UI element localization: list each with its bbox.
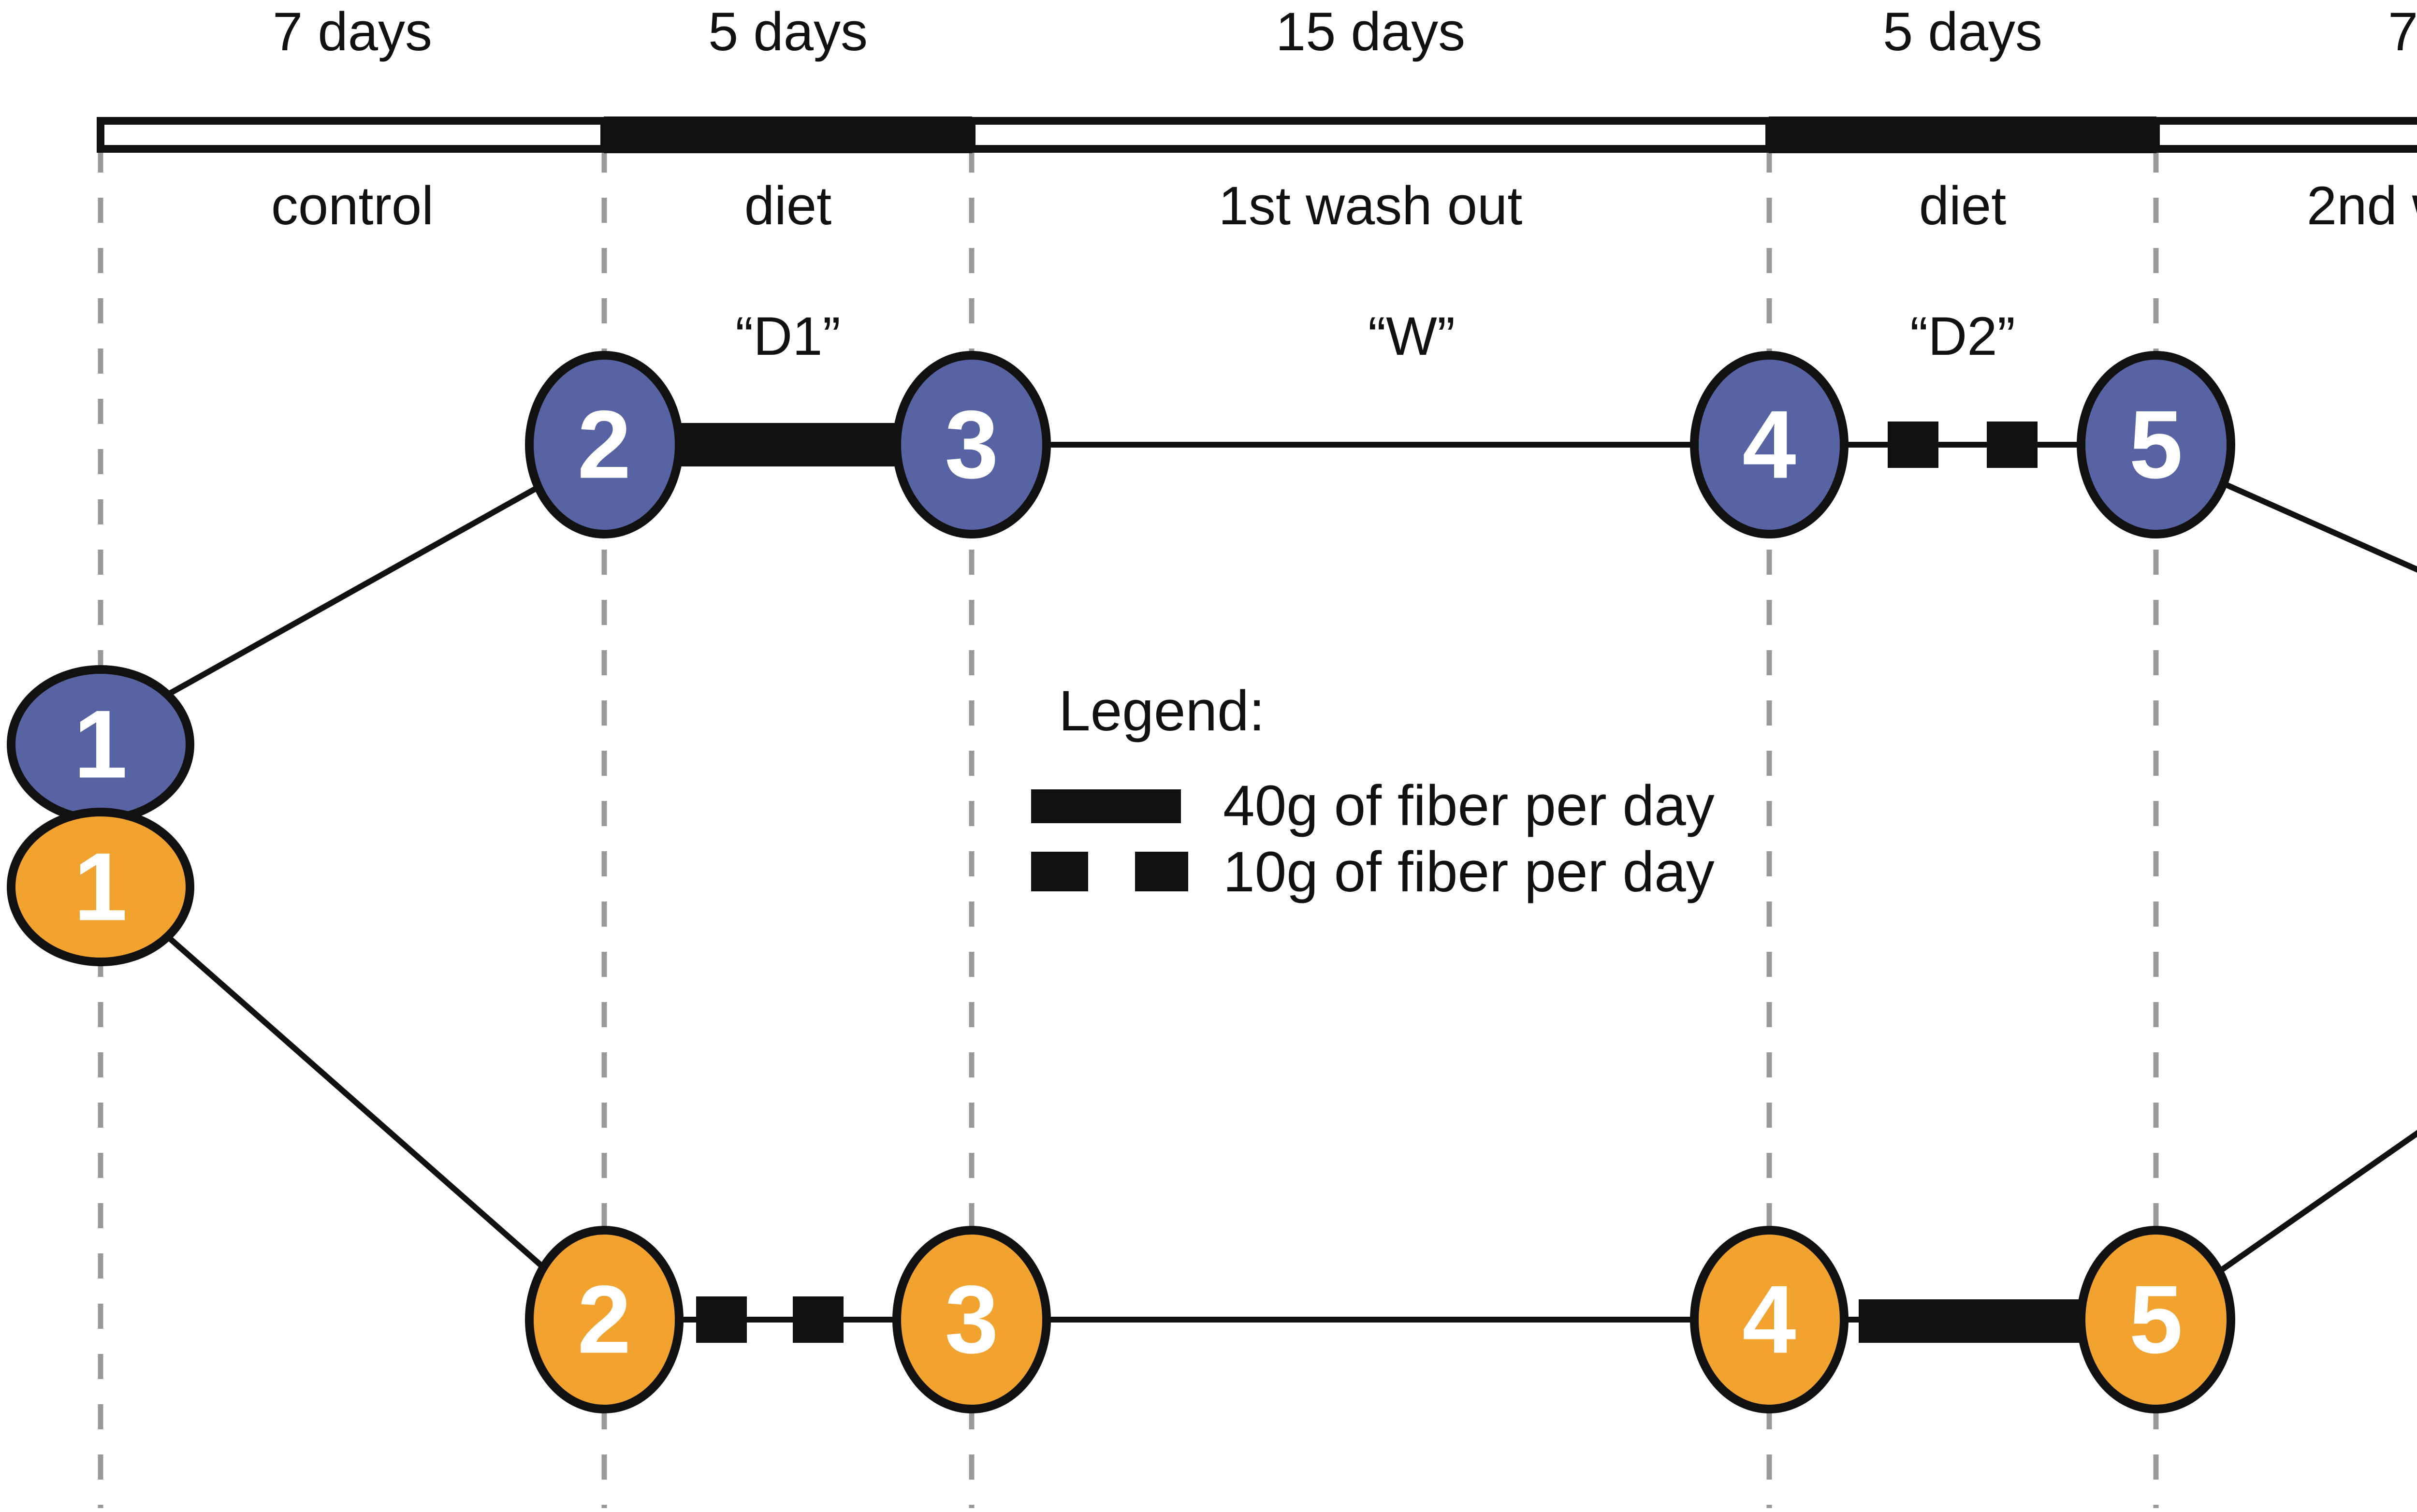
link-blue-4-5-block-a xyxy=(1888,422,1938,468)
node-blue-2[interactable]: 2 xyxy=(525,351,684,538)
node-orange-1[interactable]: 1 xyxy=(7,808,194,966)
link-orange-2-3-block-a xyxy=(696,1296,747,1343)
node-label: 1 xyxy=(73,691,127,799)
duration-label-diet2: 5 days xyxy=(1883,1,2042,62)
node-label: 1 xyxy=(73,833,127,941)
node-label: 4 xyxy=(1742,1266,1796,1374)
node-blue-5[interactable]: 5 xyxy=(2077,351,2235,538)
node-orange-5[interactable]: 5 xyxy=(2077,1226,2235,1413)
duration-label-washout2: 7 days xyxy=(2388,1,2417,62)
timeline-bar xyxy=(97,116,2417,153)
arm-blue-links xyxy=(129,422,2417,718)
link-orange-1-2 xyxy=(129,901,577,1298)
legend-label-10g: 10g of fiber per day xyxy=(1223,840,1715,904)
legend-swatch-dash-block-a xyxy=(1031,852,1088,891)
duration-label-washout1: 15 days xyxy=(1275,1,1466,62)
link-blue-5-6 xyxy=(2184,464,2417,573)
node-orange-2[interactable]: 2 xyxy=(525,1226,684,1413)
node-orange-3[interactable]: 3 xyxy=(892,1226,1051,1413)
phase-label-washout2: 2nd wash out xyxy=(2306,175,2417,236)
link-blue-4-5-block-b xyxy=(1987,422,2038,468)
phase-label-diet2: diet xyxy=(1919,175,2007,236)
legend-label-40g: 40g of fiber per day xyxy=(1223,774,1715,838)
node-blue-4[interactable]: 4 xyxy=(1690,351,1849,538)
timeline-segment-washout2 xyxy=(2152,117,2417,153)
code-label-d2: “D2” xyxy=(1910,306,2015,366)
node-blue-1[interactable]: 1 xyxy=(7,665,194,824)
node-label: 5 xyxy=(2129,391,2183,499)
link-orange-5-6 xyxy=(2183,1130,2417,1298)
node-label: 2 xyxy=(577,1266,631,1374)
node-label: 2 xyxy=(577,391,631,499)
timeline-segment-diet2 xyxy=(1769,116,2156,153)
node-orange-4[interactable]: 4 xyxy=(1690,1226,1849,1413)
node-blue-3[interactable]: 3 xyxy=(892,351,1051,538)
duration-label-control: 7 days xyxy=(273,1,432,62)
phase-label-diet1: diet xyxy=(744,175,832,236)
arm-orange-nodes: 1 2 3 4 5 6 xyxy=(7,808,2235,1413)
node-label: 5 xyxy=(2129,1266,2183,1374)
duration-label-diet1: 5 days xyxy=(708,1,868,62)
timeline-segment-control xyxy=(97,117,608,153)
node-label: 3 xyxy=(945,1266,998,1374)
legend-swatch-dash-block-b xyxy=(1135,852,1188,891)
legend-swatch-solid-bar xyxy=(1031,789,1181,823)
phase-label-control: control xyxy=(271,175,434,236)
node-label: 4 xyxy=(1742,391,1796,499)
link-blue-1-2 xyxy=(129,464,577,718)
arm-orange-links xyxy=(129,901,2417,1343)
link-orange-2-3-block-b xyxy=(793,1296,844,1343)
legend-swatches xyxy=(1031,789,1188,891)
code-label-w: “W” xyxy=(1368,306,1456,366)
link-blue-2-3-thick xyxy=(655,423,926,466)
arm-blue-nodes: 1 2 3 4 5 6 xyxy=(7,351,2235,824)
phase-label-washout1: 1st wash out xyxy=(1218,175,1523,236)
legend-title: Legend: xyxy=(1059,679,1265,743)
node-label: 3 xyxy=(945,391,998,499)
code-label-d1: “D1” xyxy=(735,306,841,366)
timeline-segment-diet1 xyxy=(604,116,972,153)
timeline-segment-washout1 xyxy=(968,117,1773,153)
